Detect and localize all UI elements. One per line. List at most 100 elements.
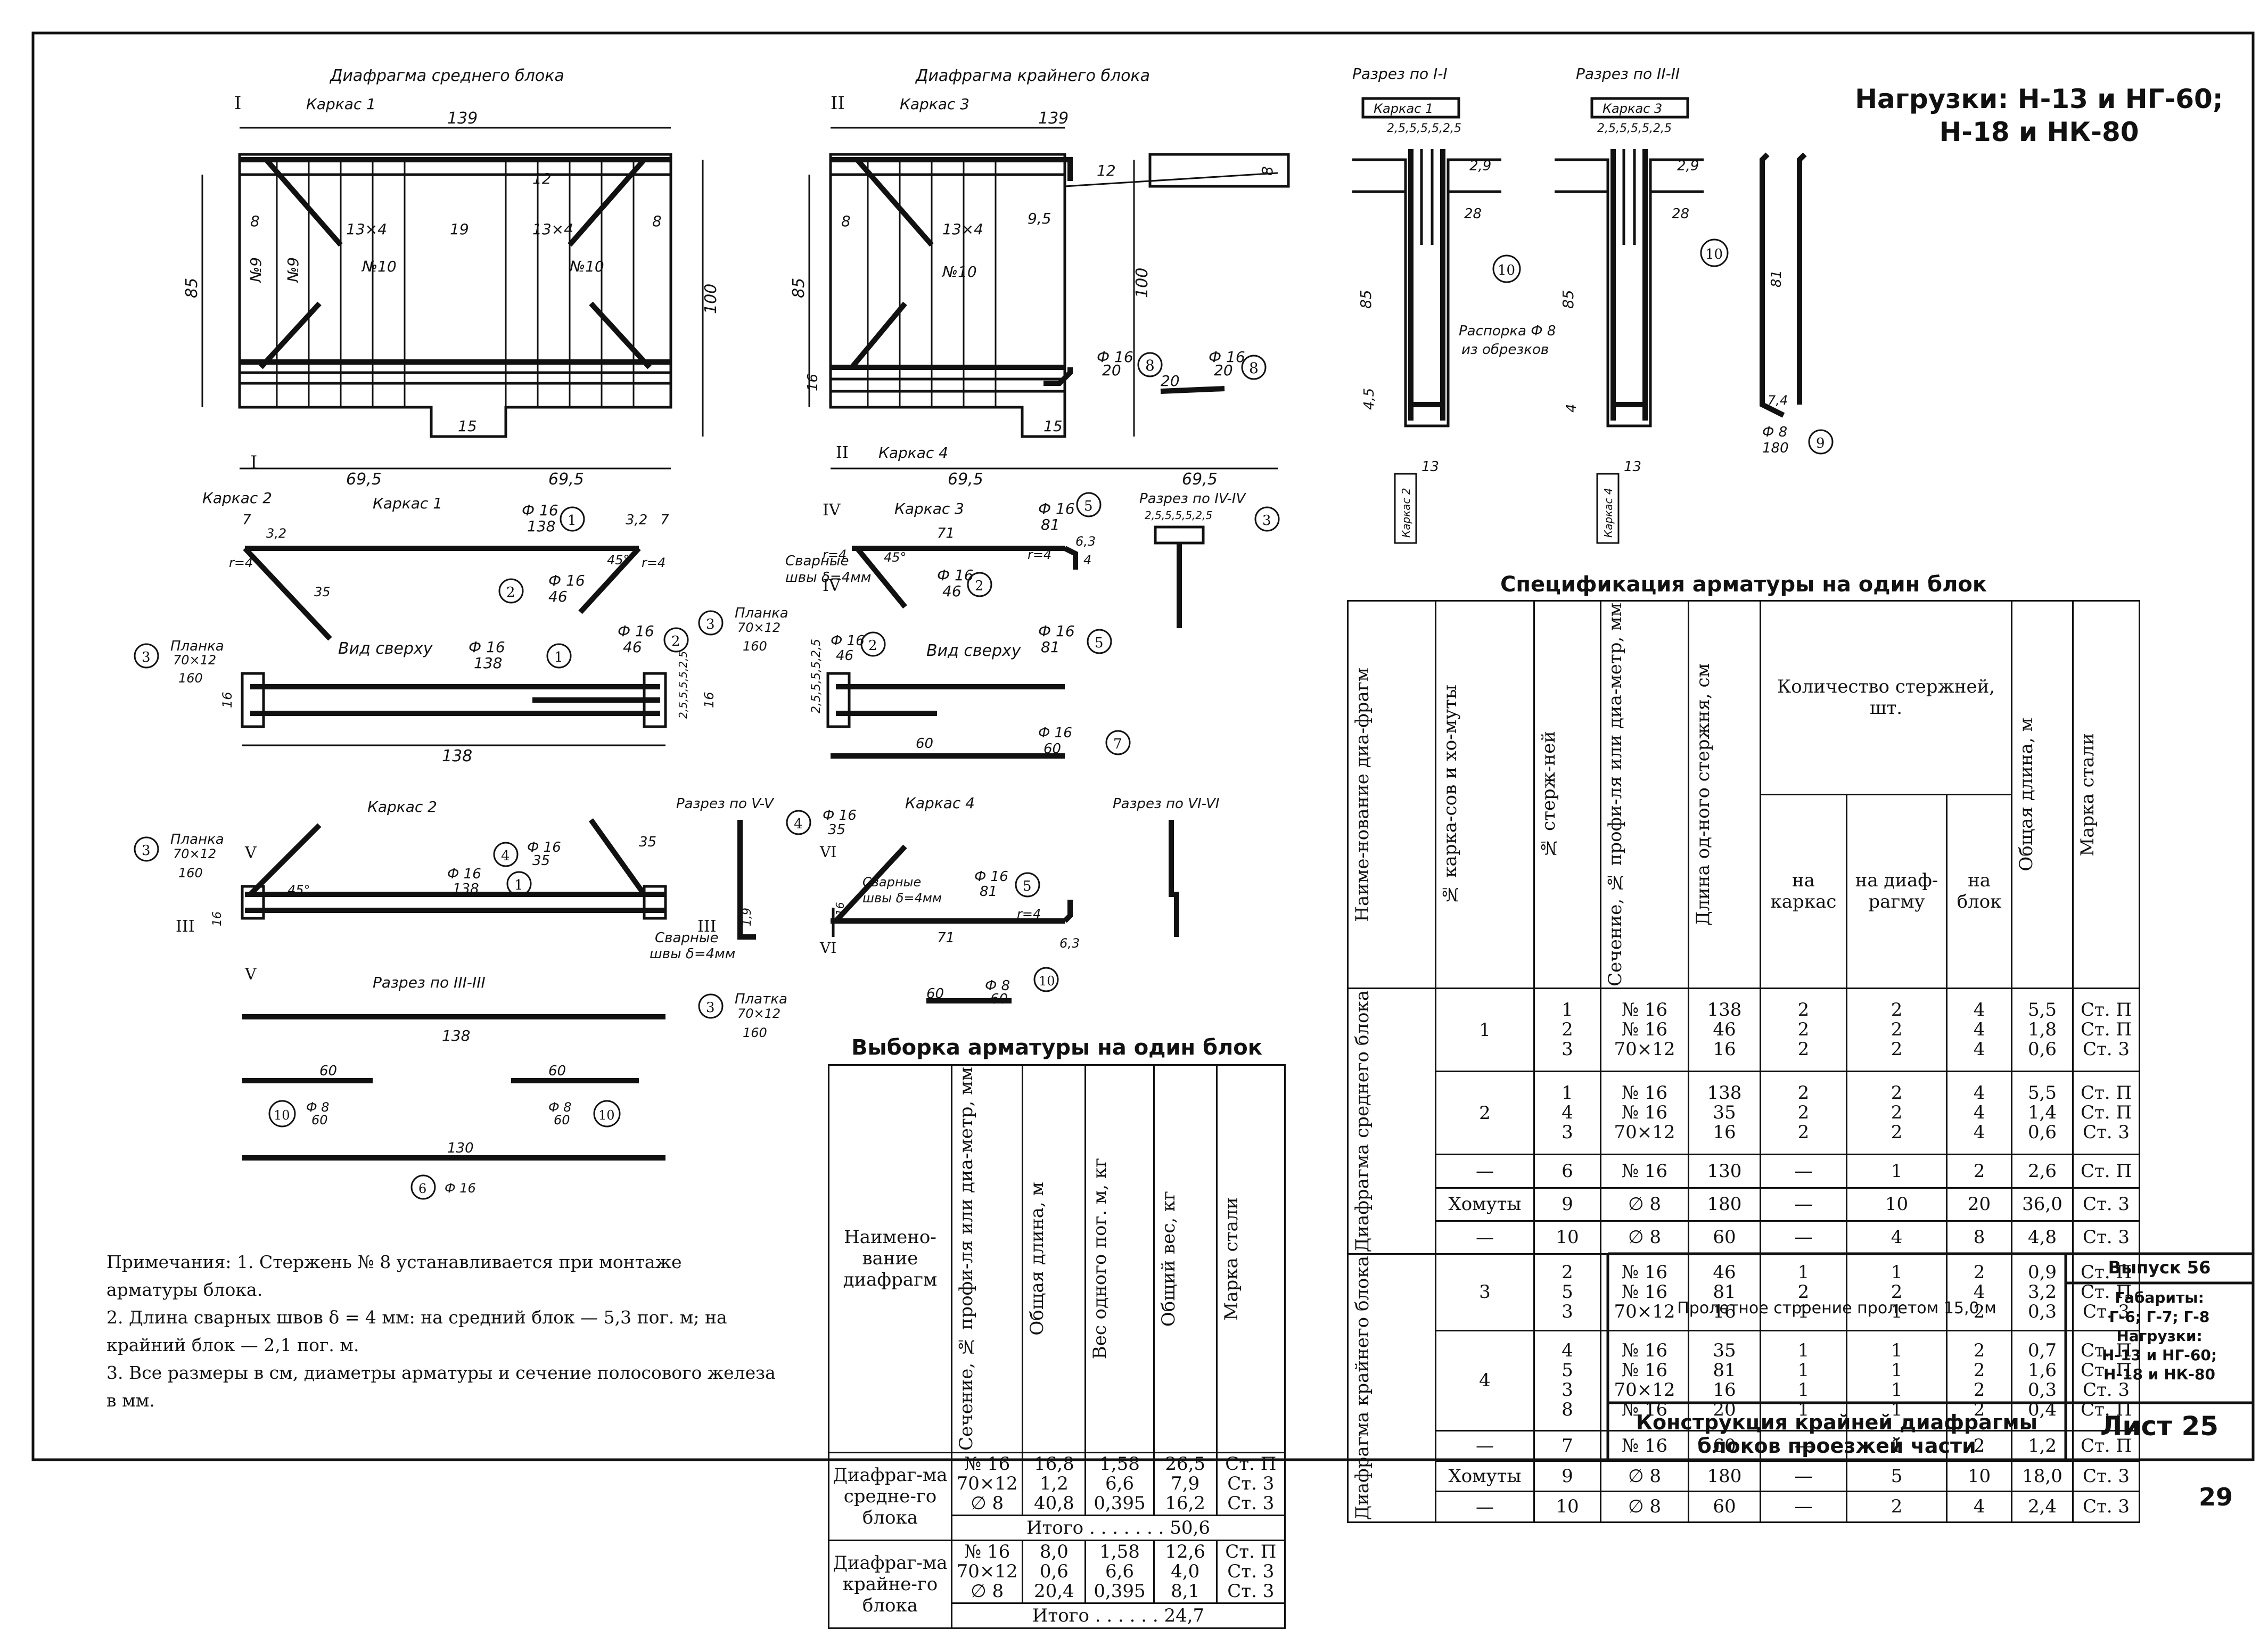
svg-text:Разрез по IV-IV: Разрез по IV-IV bbox=[1139, 491, 1246, 507]
svg-text:20: 20 bbox=[1102, 361, 1121, 379]
spec-frame-cell: 3 bbox=[1435, 1253, 1535, 1331]
spec-cell-sec: ∅ 8 bbox=[1600, 1491, 1689, 1523]
svg-text:Каркас 3: Каркас 3 bbox=[1603, 101, 1662, 116]
spec-table-block: Спецификация арматуры на один блок Наиме… bbox=[1347, 572, 2140, 1523]
svg-text:160: 160 bbox=[178, 866, 203, 881]
svg-text:6,3: 6,3 bbox=[1059, 936, 1080, 951]
svg-text:Разрез по III-III: Разрез по III-III bbox=[373, 974, 486, 991]
note-2: 2. Длина сварных швов δ = 4 мм: на средн… bbox=[106, 1307, 727, 1355]
title-block-sheet: Лист 25 bbox=[2100, 1411, 2219, 1442]
spec-h-totallen: Общая длина, м bbox=[2016, 718, 2037, 871]
svg-text:9,5: 9,5 bbox=[1028, 210, 1051, 227]
svg-text:№9: №9 bbox=[247, 257, 265, 283]
svg-text:Платка: Платка bbox=[735, 991, 787, 1007]
svg-text:Каркас 3: Каркас 3 bbox=[894, 500, 964, 517]
svg-text:4: 4 bbox=[1564, 404, 1580, 413]
svg-text:4: 4 bbox=[501, 848, 510, 864]
sel-h-name: Наимено-вание диафрагм bbox=[828, 1064, 952, 1453]
spec-cell-len: 180 bbox=[1688, 1460, 1761, 1493]
spec-cell-pf: — bbox=[1760, 1491, 1847, 1523]
loads-line-2: Н-18 и НК-80 bbox=[1939, 117, 2139, 147]
frame-1-detail: Ф 16 138 1 2 Ф 16 46 3,2 7 7 3,2 r=4 r=4… bbox=[229, 501, 669, 641]
svg-text:Ф 16: Ф 16 bbox=[1038, 725, 1072, 741]
svg-text:71: 71 bbox=[937, 525, 955, 541]
svg-text:Планка: Планка bbox=[170, 638, 224, 654]
svg-text:10: 10 bbox=[1498, 262, 1515, 278]
svg-text:Ф 8: Ф 8 bbox=[306, 1100, 330, 1115]
dim-139: 139 bbox=[447, 109, 478, 128]
spec-cell-pf: — bbox=[1760, 1154, 1847, 1189]
svg-text:Распорка Ф 8: Распорка Ф 8 bbox=[1459, 323, 1556, 339]
mid-diaphragm-title: Диафрагма среднего блока bbox=[329, 67, 564, 85]
spec-cell-tl: 2,4 bbox=[2011, 1491, 2074, 1523]
stirrup-bar-9: 81 7,4 Ф 8 180 9 bbox=[1760, 152, 1834, 456]
frame-3-top-view: 3 Планка 70×12 160 Ф 16 46 2 Вид сверху … bbox=[698, 605, 1131, 759]
svg-text:№10: №10 bbox=[941, 263, 977, 281]
svg-text:13×4: 13×4 bbox=[942, 220, 983, 238]
frame-1-top-view: Вид сверху 3 Планка 70×12 160 Ф 16 138 1… bbox=[134, 622, 717, 766]
drawing-sheet: Диафрагма среднего блока 139 85 100 8 bbox=[31, 31, 2255, 1629]
svg-text:3: 3 bbox=[142, 649, 151, 665]
svg-text:35: 35 bbox=[828, 822, 845, 838]
svg-text:2,5,5,5,5,2,5: 2,5,5,5,5,2,5 bbox=[1597, 122, 1672, 135]
spec-cell-st: Ст. 3 bbox=[2072, 1187, 2140, 1222]
spec-cell-bars: 10 bbox=[1533, 1491, 1601, 1523]
svg-text:7: 7 bbox=[660, 512, 669, 528]
svg-text:IV: IV bbox=[823, 501, 841, 520]
svg-text:69,5: 69,5 bbox=[1182, 470, 1218, 489]
spec-cell-st: Ст. 3 bbox=[2072, 1460, 2140, 1493]
spec-cell-bars: 7 bbox=[1533, 1430, 1601, 1462]
svg-text:60: 60 bbox=[1043, 741, 1061, 757]
svg-text:69,5: 69,5 bbox=[346, 470, 382, 489]
spec-cell-pf: — bbox=[1760, 1220, 1847, 1255]
svg-text:15: 15 bbox=[1043, 417, 1063, 435]
svg-text:7: 7 bbox=[242, 512, 251, 528]
svg-text:VI: VI bbox=[819, 843, 836, 861]
end-diaphragm-elevation: Диафрагма крайнего блока 139 85 100 8 13… bbox=[790, 67, 1290, 489]
svg-text:Ф 16: Ф 16 bbox=[548, 572, 585, 589]
svg-text:6: 6 bbox=[418, 1181, 426, 1196]
svg-text:r=4: r=4 bbox=[1028, 547, 1051, 562]
svg-text:69,5: 69,5 bbox=[548, 470, 584, 489]
sel-row2-total: Итого . . . . . . 24,7 bbox=[950, 1602, 1286, 1629]
svg-text:46: 46 bbox=[942, 582, 962, 600]
svg-text:35: 35 bbox=[639, 834, 656, 850]
svg-text:Ф 16: Ф 16 bbox=[445, 1181, 476, 1196]
svg-text:Каркас 2: Каркас 2 bbox=[367, 798, 437, 816]
title-block-issue: Выпуск 56 bbox=[2108, 1257, 2211, 1278]
svg-text:19: 19 bbox=[450, 220, 469, 238]
svg-text:81: 81 bbox=[1041, 516, 1060, 533]
title-block-title: Конструкция крайней диафрагмы блоков про… bbox=[1636, 1411, 2038, 1458]
sel-h-unitw: Вес одного пог. м, кг bbox=[1089, 1158, 1111, 1360]
svg-text:2: 2 bbox=[975, 578, 984, 594]
svg-text:швы δ=4мм: швы δ=4мм bbox=[862, 891, 942, 906]
svg-text:Ф 16: Ф 16 bbox=[527, 840, 561, 855]
svg-text:Каркас 4: Каркас 4 bbox=[878, 444, 948, 462]
svg-text:138: 138 bbox=[442, 747, 472, 766]
svg-text:2,5,5,5,5,2,5: 2,5,5,5,5,2,5 bbox=[1387, 122, 1461, 135]
svg-text:7: 7 bbox=[1113, 736, 1122, 752]
spec-group-name: Диафрагма среднего блока bbox=[1352, 990, 1373, 1253]
svg-text:Ф 16: Ф 16 bbox=[823, 808, 857, 824]
spec-cell-pd: 1 bbox=[1845, 1154, 1948, 1189]
svg-text:3: 3 bbox=[1262, 513, 1271, 529]
svg-text:28: 28 bbox=[1464, 206, 1482, 222]
spec-cell-bars: 9 bbox=[1533, 1187, 1601, 1222]
spec-cell-sec: ∅ 8 bbox=[1600, 1187, 1689, 1222]
svg-text:3: 3 bbox=[142, 843, 151, 859]
spec-cell-pb: 20 bbox=[1946, 1187, 2012, 1222]
svg-text:r=4: r=4 bbox=[1017, 907, 1041, 922]
svg-text:Каркас 3: Каркас 3 bbox=[900, 95, 969, 113]
svg-text:Каркас 4: Каркас 4 bbox=[905, 794, 975, 812]
spec-cell-tl: 18,0 bbox=[2011, 1460, 2074, 1493]
svg-text:6,3: 6,3 bbox=[1075, 534, 1096, 549]
